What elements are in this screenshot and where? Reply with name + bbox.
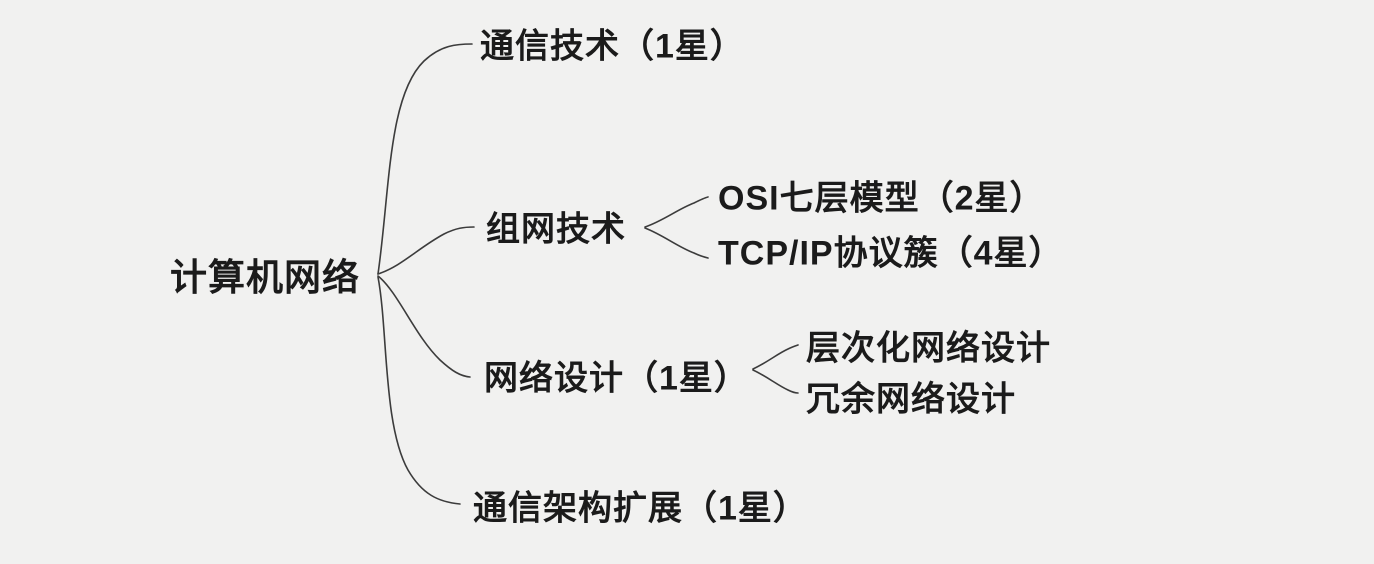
- connector-network-design-to-redundant: [752, 369, 799, 394]
- connector-root-to-networking-tech: [377, 226, 475, 275]
- leaf-node-tcpip-protocol-suite[interactable]: TCP/IP协议簇（4星）: [718, 234, 1064, 273]
- branch-node-comm-arch-extension[interactable]: 通信架构扩展（1星）: [473, 489, 808, 528]
- leaf-node-osi-seven-layer-model[interactable]: OSI七层模型（2星）: [718, 179, 1045, 218]
- root-node-computer-network[interactable]: 计算机网络: [170, 257, 360, 298]
- connector-root-to-network-design: [377, 275, 471, 378]
- branch-node-network-design[interactable]: 网络设计（1星）: [484, 359, 749, 398]
- branch-node-networking-tech[interactable]: 组网技术: [486, 210, 626, 249]
- branch-node-communication-tech[interactable]: 通信技术（1星）: [480, 27, 745, 66]
- leaf-node-hierarchical-network-design[interactable]: 层次化网络设计: [806, 329, 1051, 368]
- connector-root-to-communication-tech: [377, 43, 473, 275]
- connector-networking-tech-to-tcpip: [644, 227, 709, 259]
- connector-network-design-to-hierarchical: [752, 344, 799, 370]
- connector-root-to-comm-arch-extension: [377, 276, 461, 505]
- connector-networking-tech-to-osi: [644, 196, 709, 228]
- leaf-node-redundant-network-design[interactable]: 冗余网络设计: [806, 380, 1016, 419]
